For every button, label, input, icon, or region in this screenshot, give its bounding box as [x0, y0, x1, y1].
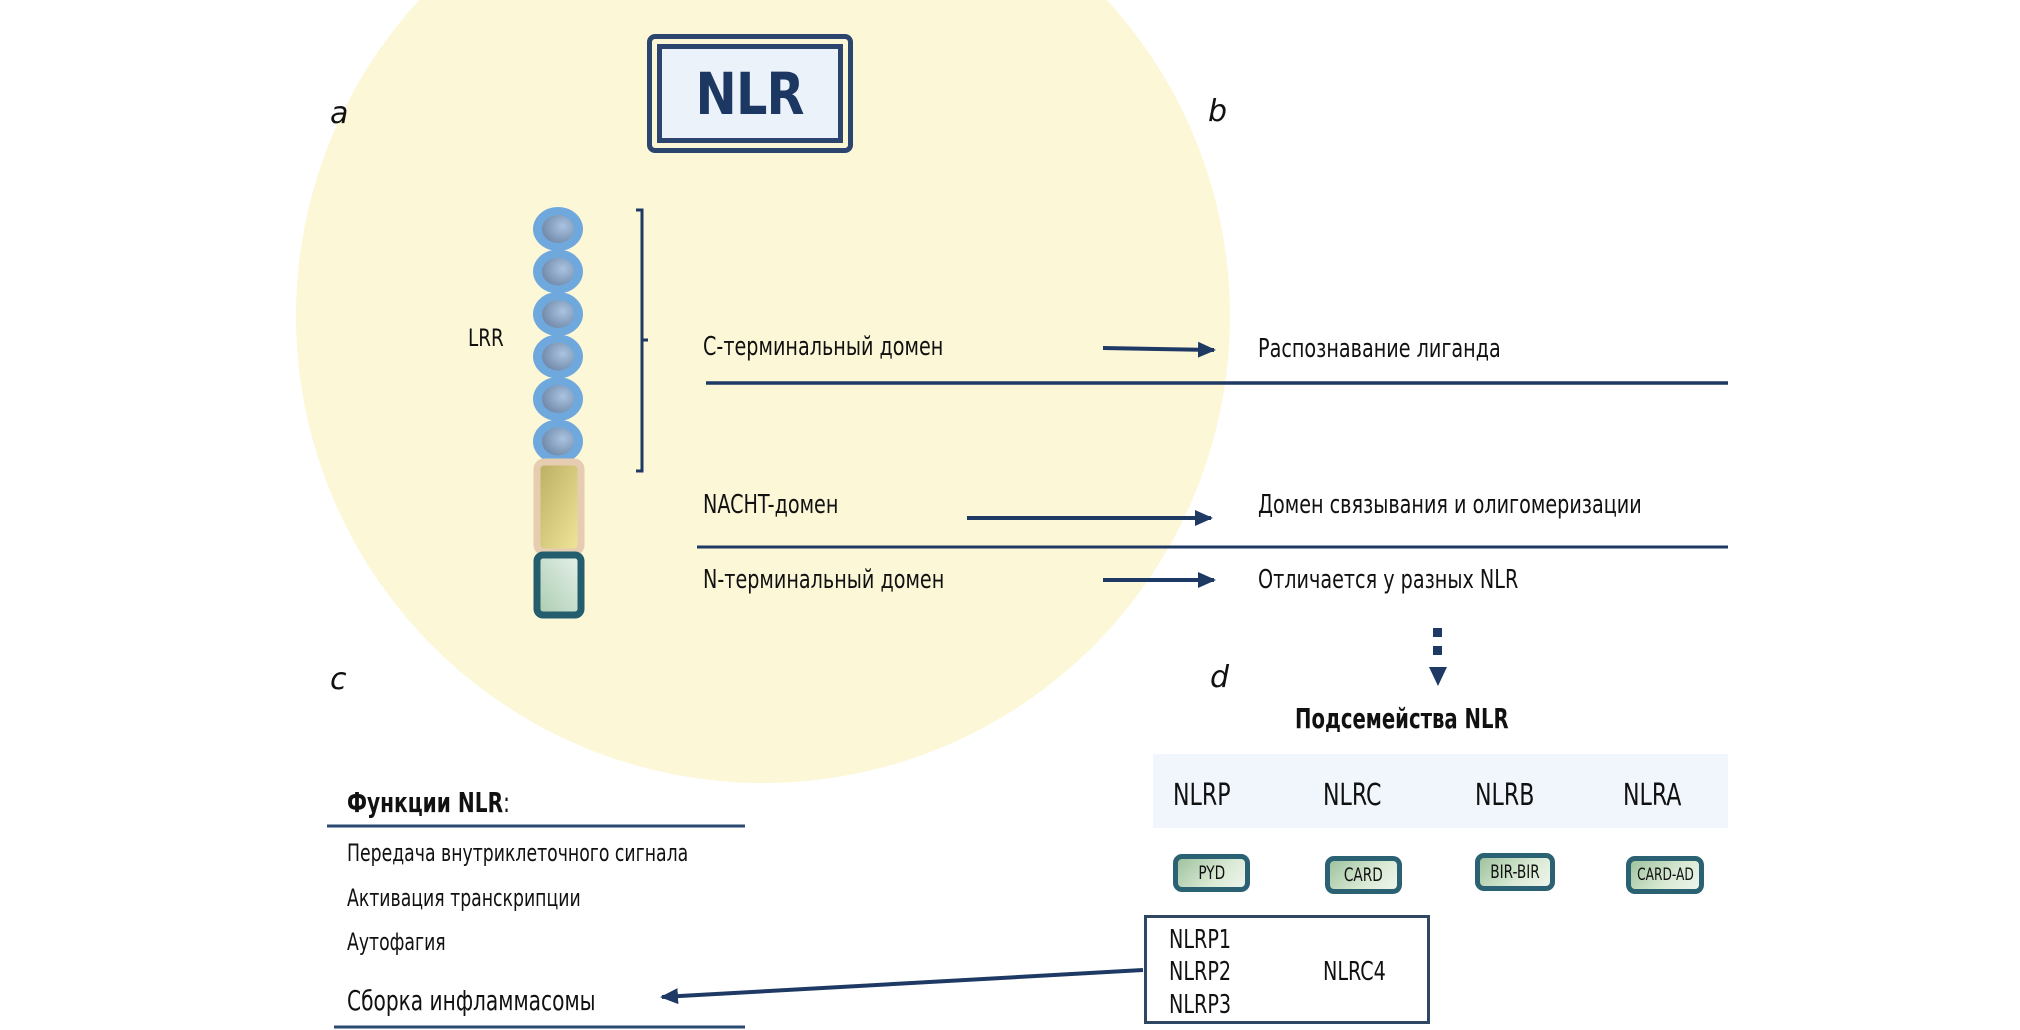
panel-letter-c: c [330, 662, 347, 697]
lrr-repeat-core [542, 385, 574, 413]
domain-function-c-terminal: Распознавание лиганда [1258, 334, 1501, 364]
function-item: Активация транскрипции [347, 884, 581, 912]
lrr-repeat-core [542, 300, 574, 328]
domain-box-label: PYD [1198, 862, 1225, 884]
family-nlra: NLRA [1623, 778, 1682, 813]
background-circle [296, 0, 1230, 783]
title-inner: NLR [657, 44, 843, 143]
functions-title-text: Функции NLR [347, 786, 504, 819]
family-nlrp: NLRP [1173, 778, 1231, 813]
functions-title-colon: : [503, 786, 510, 819]
domain-name-c-terminal: C-терминальный домен [703, 332, 944, 362]
member-nlrc4: NLRC4 [1323, 957, 1386, 987]
domain-box-card: CARD [1325, 856, 1402, 894]
domain-box-label: BIR-BIR [1490, 861, 1540, 883]
lrr-repeat-core [542, 257, 574, 286]
domain-function-nacht: Домен связывания и олигомеризации [1258, 490, 1642, 520]
lrr-repeat-core [542, 427, 574, 456]
functions-title: Функции NLR: [347, 786, 510, 819]
lrr-repeat-core [542, 215, 574, 243]
member-nlrp1: NLRP1 [1169, 925, 1232, 955]
arrow-inflammasome [660, 968, 1144, 1005]
domain-box-card-ad: CARD-AD [1626, 856, 1704, 894]
lrr-bracket [636, 208, 648, 473]
domain-box-bir-bir: BIR-BIR [1475, 853, 1555, 891]
subfamilies-band [1153, 754, 1728, 828]
member-nlrp2: NLRP2 [1169, 957, 1232, 987]
domain-function-n-terminal: Отличается у разных NLR [1258, 565, 1519, 595]
panel-letter-d: d [1210, 660, 1230, 695]
panel-letter-b: b [1208, 94, 1228, 129]
domain-name-nacht: NACHT-домен [703, 490, 839, 520]
domain-box-pyd: PYD [1173, 854, 1250, 892]
lrr-domain [533, 207, 583, 464]
dashed-down-arrow [1429, 628, 1447, 686]
page-title: NLR [695, 59, 805, 128]
function-item-inflammasome: Сборка инфламмасомы [347, 984, 596, 1017]
function-item: Передача внутриклеточного сигнала [347, 839, 689, 867]
domain-box-label: CARD-AD [1636, 865, 1694, 885]
subfamilies-title: Подсемейства NLR [1295, 702, 1509, 735]
family-nlrb: NLRB [1475, 778, 1535, 813]
member-nlrp3: NLRP3 [1169, 990, 1232, 1020]
arrow-c-terminal [1102, 341, 1216, 358]
panel-letter-a: a [330, 96, 349, 131]
family-nlrc: NLRC [1323, 778, 1382, 813]
function-item: Аутофагия [347, 928, 446, 956]
lrr-label: LRR [468, 324, 504, 352]
lrr-repeat-core [542, 342, 574, 371]
domain-box-label: CARD [1344, 864, 1383, 886]
inflammasome-members-box: NLRP1 NLRP2 NLRP3 NLRC4 [1144, 915, 1430, 1024]
nacht-segment [533, 458, 585, 556]
title-box: NLR [647, 34, 853, 153]
domain-name-n-terminal: N-терминальный домен [703, 565, 945, 595]
n-terminal-segment [533, 551, 585, 619]
